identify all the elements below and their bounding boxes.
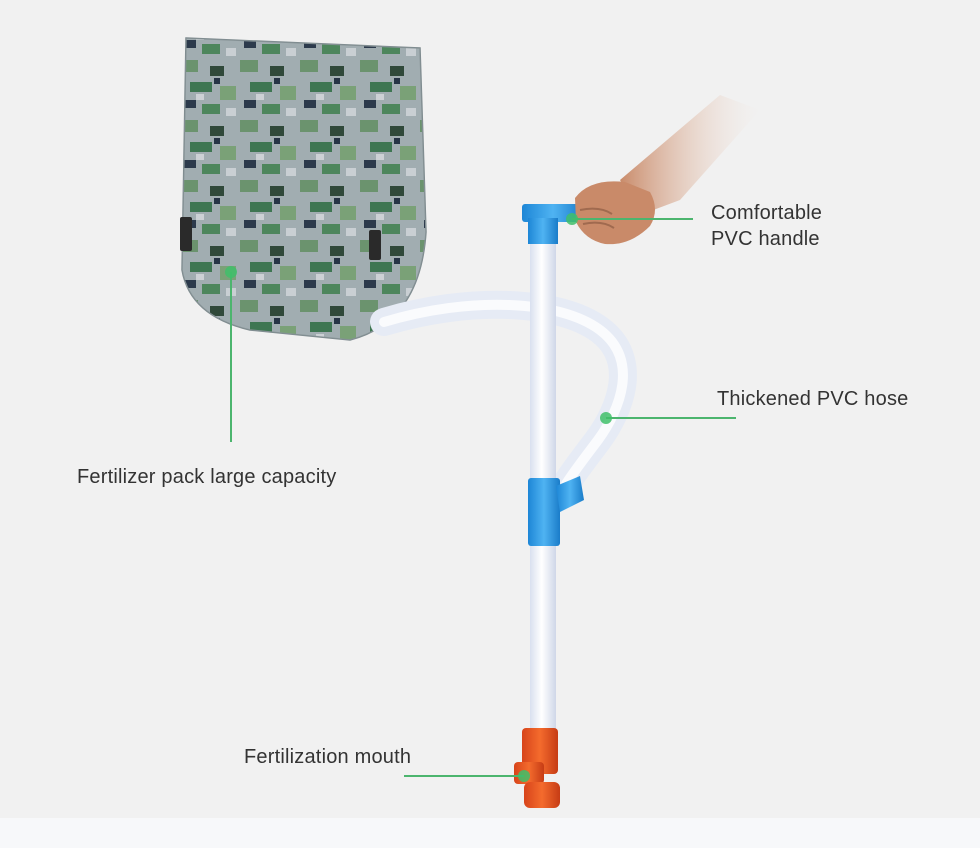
tee-connector bbox=[528, 478, 560, 546]
label-pvc-handle-line2: PVC handle bbox=[711, 228, 820, 250]
fertilizer-bag bbox=[180, 37, 427, 341]
callout-mouth bbox=[404, 770, 530, 782]
label-pvc-hose: Thickened PVC hose bbox=[717, 388, 909, 410]
label-pvc-handle-line1: Comfortable bbox=[711, 202, 823, 224]
label-pvc-handle: Comfortable PVC handle bbox=[711, 200, 822, 252]
callout-hose bbox=[600, 412, 736, 424]
floor-strip bbox=[0, 818, 980, 848]
label-fertilization-mouth: Fertilization mouth bbox=[244, 746, 412, 768]
callout-pack bbox=[225, 266, 237, 442]
label-fertilizer-pack: Fertilizer pack large capacity bbox=[77, 466, 337, 488]
hand bbox=[575, 95, 760, 245]
callout-handle bbox=[566, 213, 693, 225]
